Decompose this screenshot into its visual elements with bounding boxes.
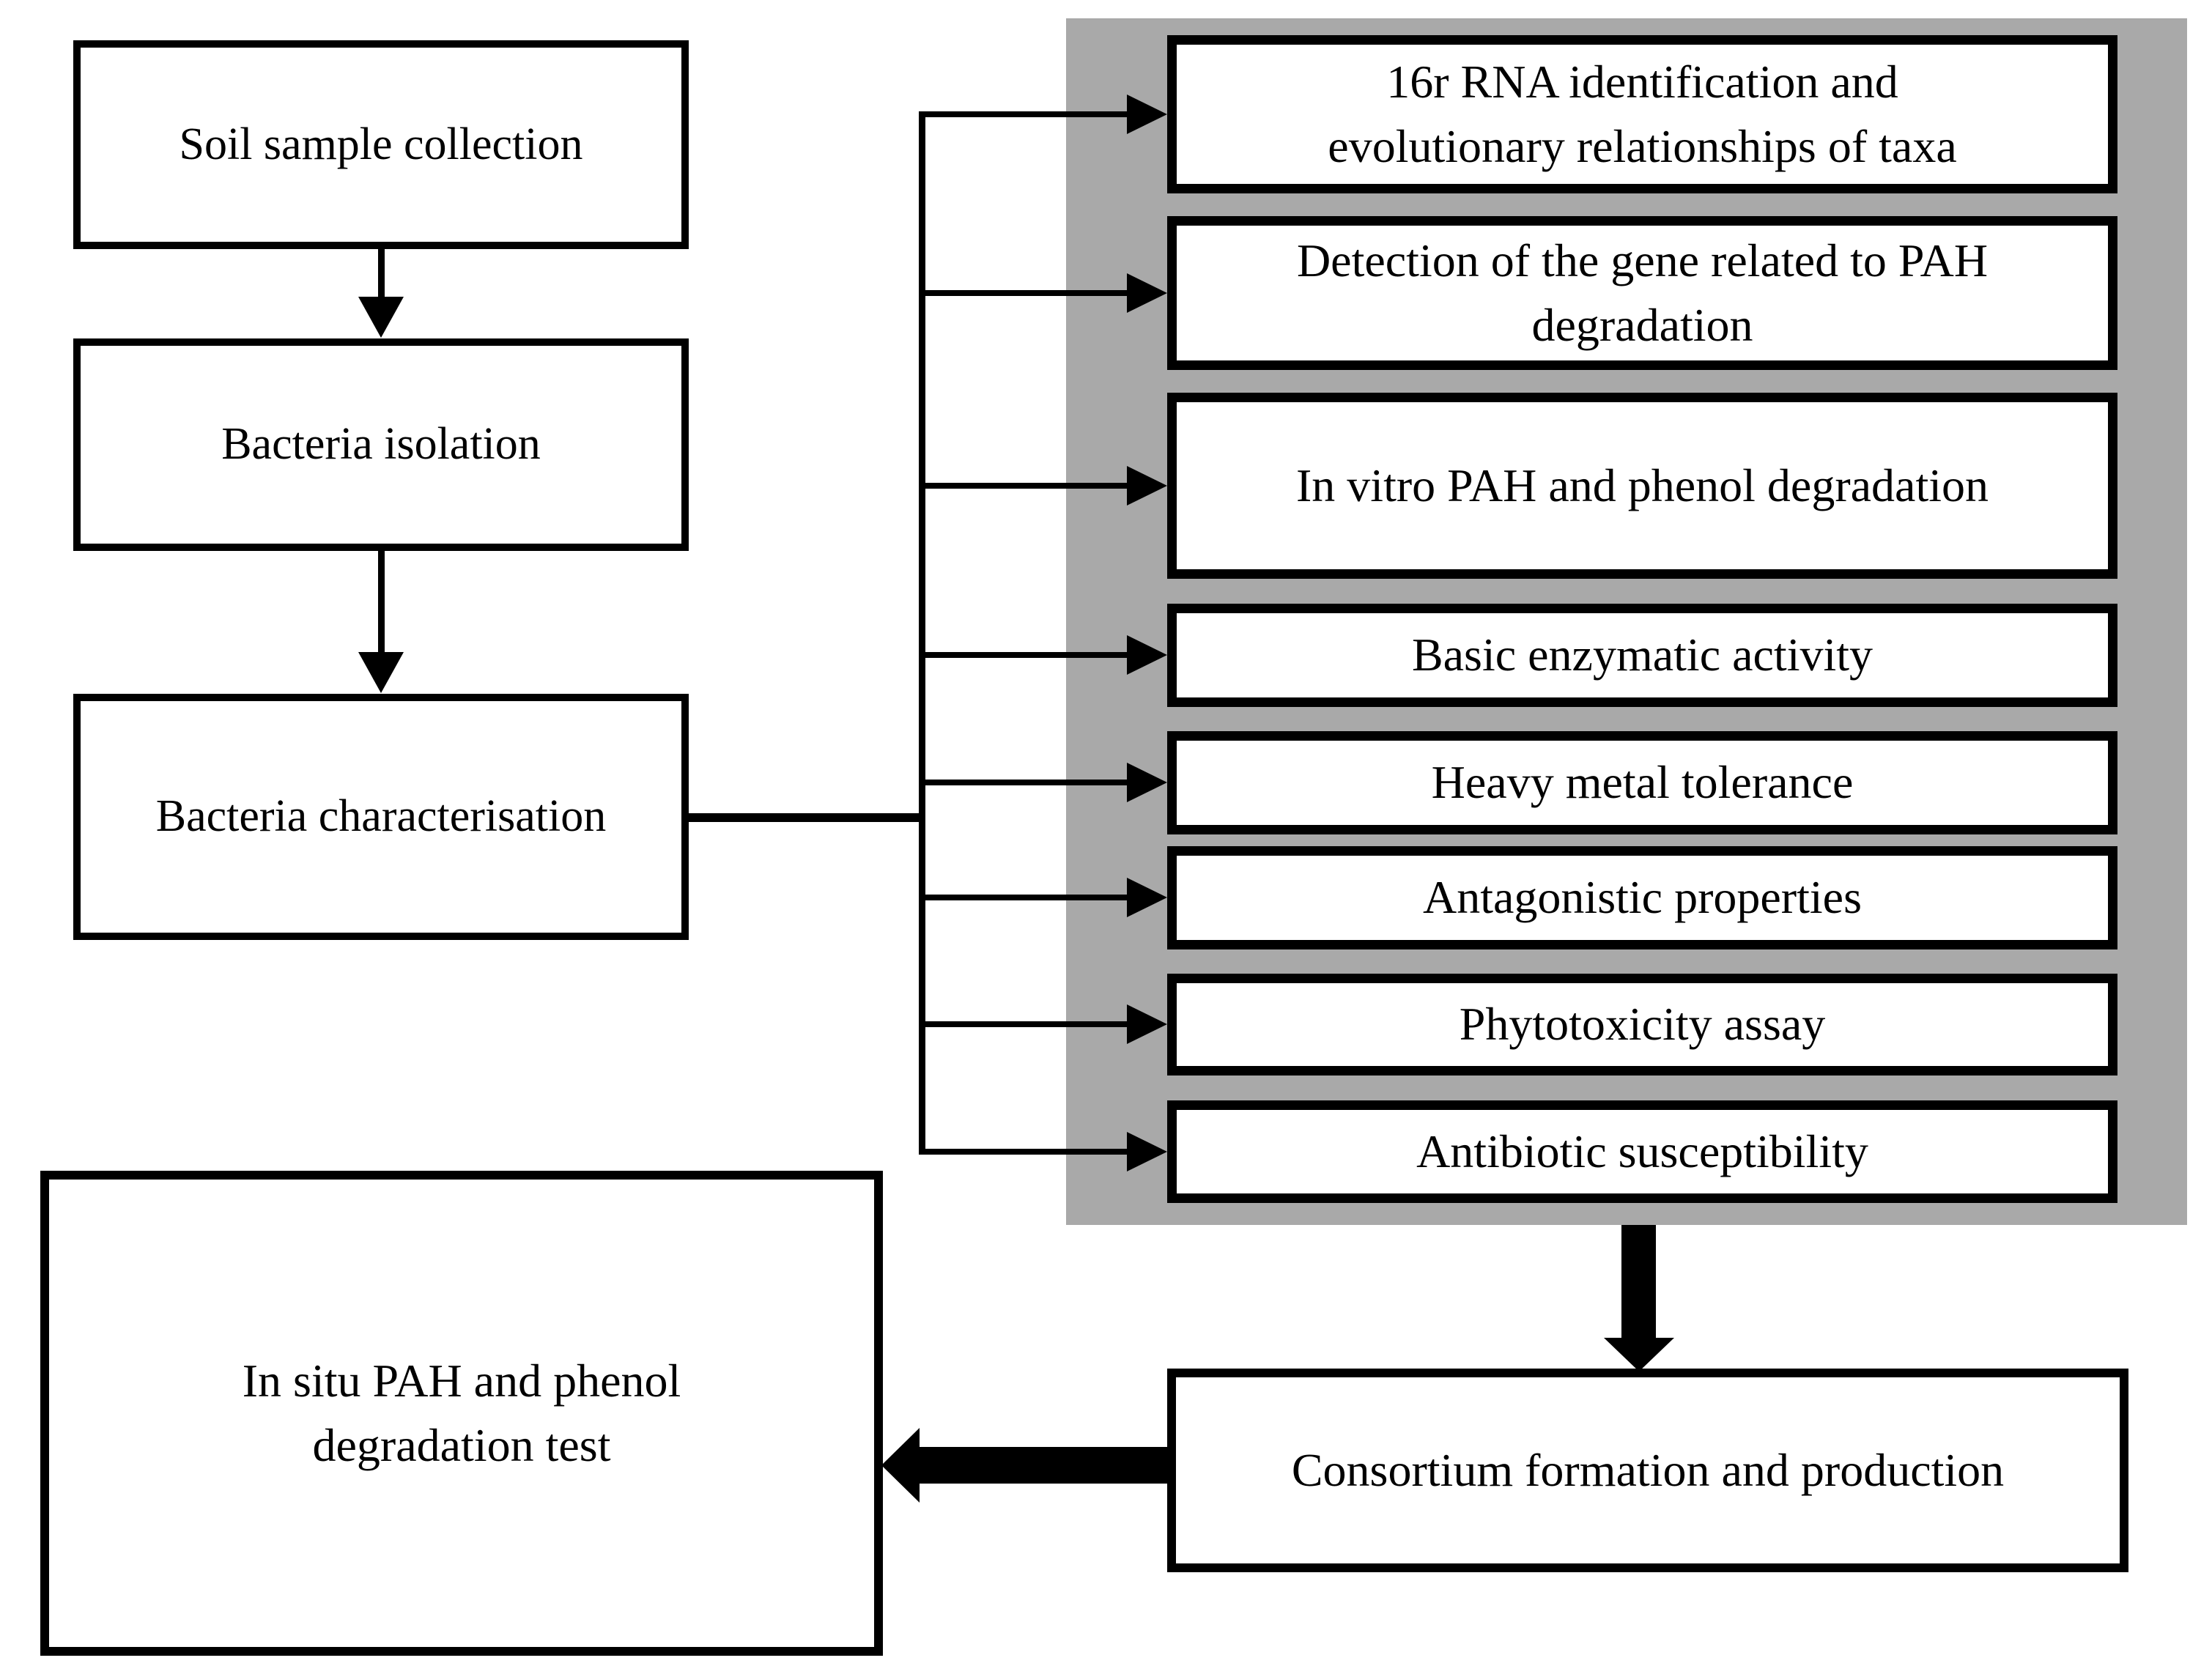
thick-arrow-panel-to-consortium-head [1604, 1338, 1674, 1371]
box-bacteria-characterisation: Bacteria characterisation [73, 694, 689, 940]
thick-arrow-consortium-to-insitu-head [881, 1428, 920, 1503]
box-phytotoxicity-assay: Phytotoxicity assay [1167, 974, 2117, 1076]
branch-arrow-8-head [1127, 1132, 1167, 1171]
branch-arrow-6-shaft [919, 895, 1127, 900]
box-16r-rna-identification: 16r RNA identification and evolutionary … [1167, 35, 2117, 193]
arrow-soil-to-isolation-head [358, 297, 404, 338]
branch-trunk-line [919, 111, 925, 1155]
branch-arrow-7-head [1127, 1004, 1167, 1044]
branch-arrow-7-shaft [919, 1021, 1127, 1027]
connector-characterisation-to-trunk [686, 813, 925, 822]
branch-arrow-5-head [1127, 763, 1167, 802]
branch-arrow-1-head [1127, 95, 1167, 134]
branch-arrow-3-head [1127, 466, 1167, 506]
branch-arrow-4-head [1127, 635, 1167, 675]
branch-arrow-2-shaft [919, 290, 1127, 296]
box-consortium-formation: Consortium formation and production [1167, 1369, 2128, 1572]
branch-arrow-6-head [1127, 878, 1167, 917]
box-basic-enzymatic-activity: Basic enzymatic activity [1167, 604, 2117, 707]
branch-arrow-4-shaft [919, 652, 1127, 658]
box-antagonistic-properties: Antagonistic properties [1167, 846, 2117, 949]
branch-arrow-1-shaft [919, 111, 1127, 117]
box-heavy-metal-tolerance: Heavy metal tolerance [1167, 731, 2117, 834]
branch-arrow-2-head [1127, 273, 1167, 313]
thick-arrow-consortium-to-insitu-shaft [916, 1447, 1169, 1484]
arrow-isolation-to-characterisation-shaft [378, 551, 385, 654]
arrow-soil-to-isolation-shaft [378, 249, 385, 299]
arrow-isolation-to-characterisation-head [358, 652, 404, 693]
branch-arrow-3-shaft [919, 483, 1127, 489]
branch-arrow-8-shaft [919, 1149, 1127, 1155]
thick-arrow-panel-to-consortium-shaft [1621, 1225, 1656, 1339]
branch-arrow-5-shaft [919, 780, 1127, 785]
box-antibiotic-susceptibility: Antibiotic susceptibility [1167, 1100, 2117, 1203]
box-soil-sample-collection: Soil sample collection [73, 40, 689, 249]
box-in-situ-degradation-test: In situ PAH and phenol degradation test [40, 1171, 883, 1656]
box-in-vitro-degradation: In vitro PAH and phenol degradation [1167, 393, 2117, 579]
box-gene-detection-pah: Detection of the gene related to PAH deg… [1167, 216, 2117, 370]
box-bacteria-isolation: Bacteria isolation [73, 338, 689, 551]
